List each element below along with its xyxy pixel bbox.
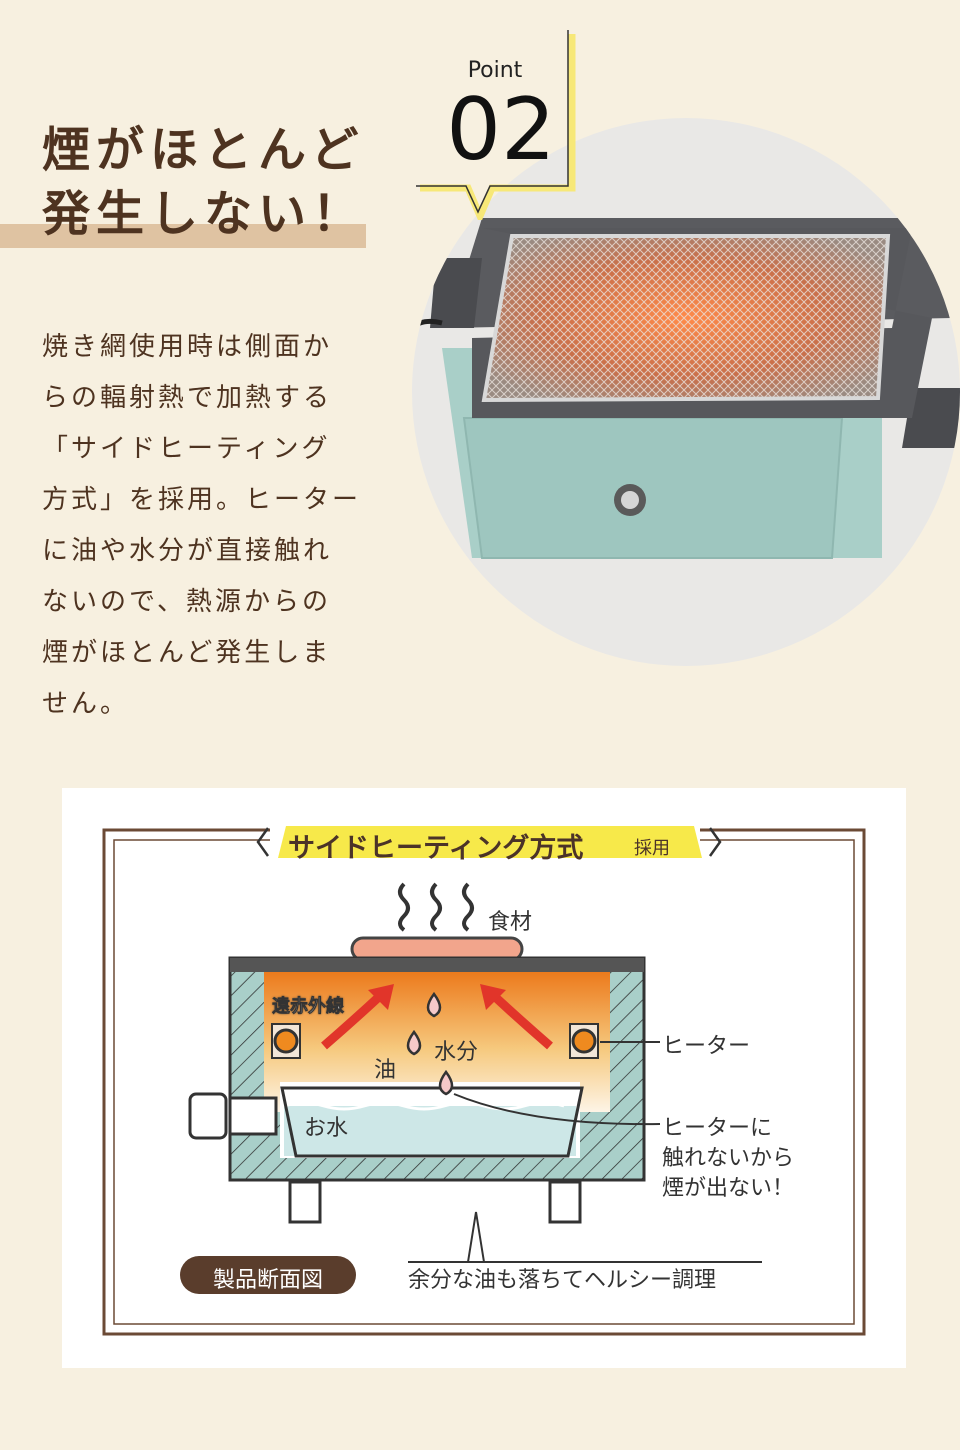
point-number: 02 — [446, 80, 556, 180]
description-line: 「サイドヒーティング — [42, 434, 331, 464]
description-line: 方式」を採用。ヒーター — [42, 485, 362, 515]
callout-text-3: 煙が出ない！ — [662, 1176, 795, 1201]
callout-text-1: ヒーターに — [662, 1116, 773, 1141]
product-photo — [412, 118, 960, 666]
food-label: 食材 — [488, 910, 533, 935]
title-line-1: 煙がほとんど — [42, 122, 365, 178]
point-bubble — [416, 30, 576, 220]
section-badge: 製品断面図 — [212, 1268, 323, 1293]
callout-text-2: 触れないから — [662, 1146, 795, 1171]
banner-suffix: 採用 — [634, 838, 670, 859]
description-line: せん。 — [42, 689, 130, 719]
healthy-note: 余分な油も落ちてヘルシー調理 — [408, 1268, 717, 1293]
page-title: 煙がほとんど 発生しない！ — [42, 118, 366, 246]
diagram-graphic — [102, 822, 866, 1336]
title-underline — [0, 224, 366, 248]
banner-title: サイドヒーティング方式 — [288, 833, 584, 864]
oil-label: 油 — [374, 1058, 397, 1083]
description-line: ないので、熱源からの — [42, 587, 331, 617]
moisture-label: 水分 — [434, 1040, 479, 1065]
water-label: お水 — [304, 1116, 349, 1141]
description-line: 焼き網使用時は側面か — [42, 332, 333, 362]
description-line: 煙がほとんど発生しま — [42, 638, 332, 668]
description-line: に油や水分が直接触れ — [42, 536, 333, 566]
title-line-2: 発生しない！ — [42, 186, 367, 242]
infrared-label: 遠赤外線 — [272, 996, 345, 1018]
point-label: Point — [467, 58, 523, 83]
description-text: 焼き網使用時は側面か らの輻射熱で加熱する 「サイドヒーティング 方式」を採用。… — [42, 322, 362, 730]
heater-label: ヒーター — [662, 1034, 751, 1059]
cross-section-diagram: サイドヒーティング方式 採用 食材 遠赤外線 水分 油 お水 ヒーター ヒーター… — [62, 788, 906, 1368]
description-line: らの輻射熱で加熱する — [42, 383, 333, 413]
